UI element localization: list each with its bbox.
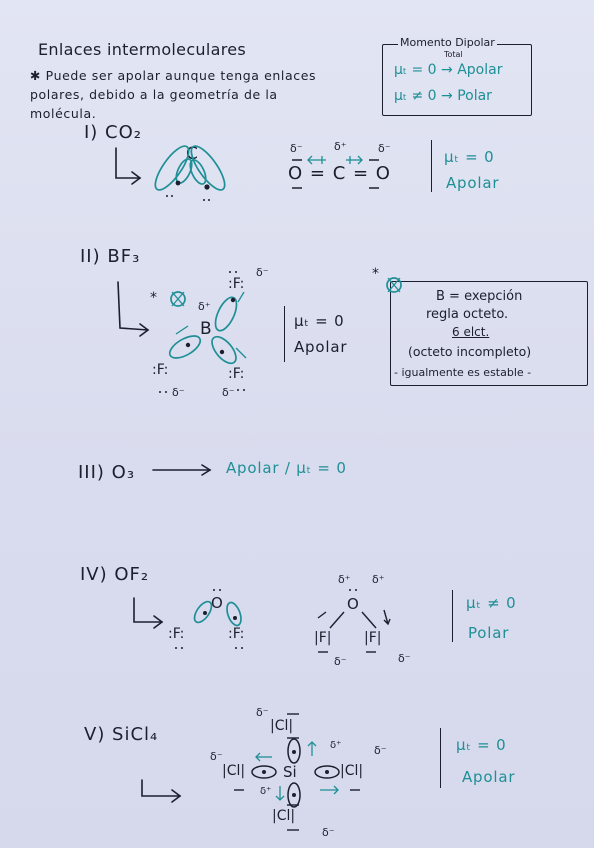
note-line-1: ✱ Puede ser apolar aunque tenga enlaces — [30, 68, 317, 83]
exception-box — [390, 281, 588, 386]
of2-orbitals — [193, 600, 242, 627]
of2-fluorine-left-a: :F: — [168, 626, 185, 642]
of2-result-type: Polar — [468, 624, 510, 642]
of2-fluorine-right-a: |F| — [314, 630, 332, 646]
co2-dipole-arrows — [307, 155, 363, 165]
dipole-row-polar: μₜ ≠ 0 → Polar — [394, 88, 492, 104]
sicl4-charge-bottom: δ⁻ — [322, 826, 335, 839]
sicl4-bars — [234, 713, 360, 831]
section-co2-label: I) CO₂ — [84, 122, 143, 143]
svg-text:*: * — [150, 290, 157, 306]
of2-divider — [452, 590, 453, 642]
section-sicl4-label: V) SiCl₄ — [84, 724, 159, 745]
exception-line-3: 6 elct. — [452, 325, 490, 339]
of2-oxygen-right: O — [347, 595, 359, 613]
exception-line-4: (octeto incompleto) — [408, 344, 532, 359]
dipole-box-subtitle: Total — [444, 50, 463, 59]
co2-charge-right: δ⁻ — [378, 142, 391, 155]
co2-lone-pairs — [166, 180, 210, 201]
sicl4-charge-right: δ⁻ — [374, 744, 387, 757]
bf3-fluorine-right: :F: — [228, 366, 245, 382]
bf3-dots — [159, 271, 245, 393]
sicl4-result-type: Apolar — [462, 768, 516, 786]
bf3-charge-left: δ⁻ — [172, 386, 185, 399]
bf3-result-dipole: μₜ = 0 — [294, 312, 345, 330]
bf3-charge-top: δ⁻ — [256, 266, 269, 279]
o3-result: Apolar / μₜ = 0 — [226, 459, 347, 477]
of2-charge-neg-b: δ⁻ — [398, 652, 411, 665]
bf3-fluorine-left: :F: — [152, 362, 169, 378]
of2-fluorine-right-b: |F| — [364, 630, 382, 646]
svg-text:*: * — [372, 266, 379, 282]
page-title: Enlaces intermoleculares — [38, 40, 247, 59]
sicl4-divider — [440, 728, 441, 788]
of2-dots — [175, 589, 357, 649]
sicl4-orbitals — [251, 738, 340, 808]
co2-charge-center: δ⁺ — [334, 140, 347, 153]
bf3-result-type: Apolar — [294, 338, 348, 356]
co2-orbitals — [154, 145, 226, 191]
bf3-charge-right: δ⁻ — [222, 386, 235, 399]
of2-result-dipole: μₜ ≠ 0 — [466, 594, 517, 612]
sicl4-charge-left: δ⁻ — [210, 750, 223, 763]
section-of2-label: IV) OF₂ — [80, 564, 150, 585]
co2-charge-left: δ⁻ — [290, 142, 303, 155]
co2-result-type: Apolar — [446, 174, 500, 192]
section-o3-label: III) O₃ — [78, 462, 136, 483]
exception-line-5: - igualmente es estable - — [394, 366, 532, 379]
exception-line-1: B = exepción — [436, 289, 523, 304]
sicl4-chlorine-left: |Cl| — [222, 763, 246, 779]
co2-divider — [431, 140, 432, 192]
note-line-3: molécula. — [30, 106, 97, 121]
co2-result-dipole: μₜ = 0 — [444, 148, 495, 166]
sicl4-result-dipole: μₜ = 0 — [456, 736, 507, 754]
sicl4-chlorine-right: |Cl| — [340, 763, 364, 779]
exception-line-2: regla octeto. — [426, 307, 509, 322]
sicl4-charge-top: δ⁻ — [256, 706, 269, 719]
bf3-divider — [284, 306, 285, 362]
sicl4-dipole-arrows — [255, 741, 339, 801]
of2-oxygen-left: O — [211, 594, 223, 612]
dipole-box-title: Momento Dipolar — [398, 36, 497, 49]
bf3-boron: B — [200, 319, 212, 339]
of2-charge-neg-a: δ⁻ — [334, 655, 347, 668]
co2-formula: O = C = O — [288, 163, 391, 184]
of2-bonds — [317, 609, 391, 653]
bf3-dipole-arrows — [171, 277, 401, 359]
sicl4-silicon: Si — [283, 763, 297, 781]
bf3-orbitals — [168, 277, 402, 365]
sicl4-charge-si-b: δ⁺ — [260, 786, 272, 797]
note-line-2: polares, debido a la geometría de la — [30, 87, 278, 102]
bf3-fluorine-top: :F: — [228, 276, 245, 292]
bf3-charge-boron: δ⁺ — [198, 300, 211, 313]
co2-oxygen-bars — [292, 159, 379, 189]
section-bf3-label: II) BF₃ — [80, 246, 141, 267]
hook-arrows — [115, 147, 212, 803]
sicl4-chlorine-top: |Cl| — [270, 718, 294, 734]
dipole-row-apolar: μₜ = 0 → Apolar — [394, 62, 503, 78]
of2-charge-pos-a: δ⁺ — [338, 573, 351, 586]
sicl4-dots — [262, 750, 329, 797]
of2-charge-pos-b: δ⁺ — [372, 573, 385, 586]
of2-fluorine-left-b: :F: — [228, 626, 245, 642]
sicl4-charge-si-a: δ⁺ — [330, 740, 342, 751]
sicl4-chlorine-bottom: |Cl| — [272, 808, 296, 824]
bf3-stars: ** — [150, 266, 379, 306]
